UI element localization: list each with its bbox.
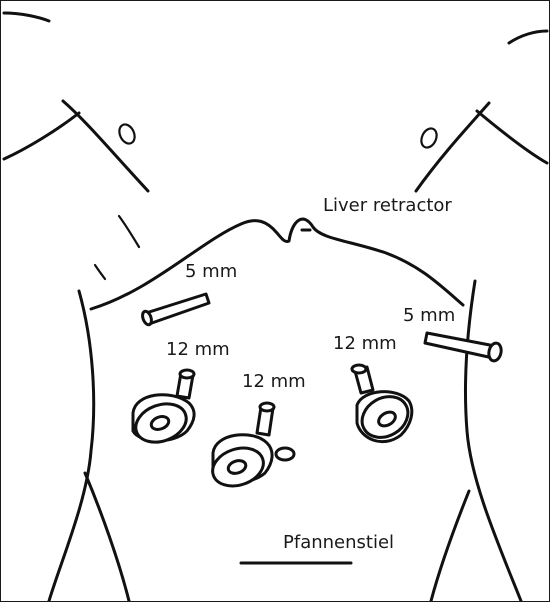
- port-12mm-right: [352, 365, 415, 445]
- left-flank: [49, 291, 94, 601]
- label-12mm-left: 12 mm: [166, 341, 230, 359]
- left-arm-contour: [4, 113, 79, 159]
- right-groin-line: [431, 491, 469, 601]
- label-pfannenstiel: Pfannenstiel: [283, 534, 394, 552]
- right-shoulder-line: [509, 31, 547, 43]
- left-groin-line: [85, 473, 129, 601]
- port-5mm-left: [141, 294, 209, 326]
- label-12mm-center: 12 mm: [242, 373, 306, 391]
- rib-mark-1: [119, 216, 139, 247]
- port-5mm-right: [425, 333, 503, 362]
- label-liver-retractor: Liver retractor: [323, 197, 452, 215]
- port-12mm-left: [130, 370, 194, 449]
- port-12mm-center: [208, 403, 274, 492]
- left-shoulder-line: [4, 13, 49, 21]
- rib-mark-2: [95, 265, 105, 279]
- right-nipple: [418, 126, 439, 150]
- umbilicus: [276, 448, 294, 460]
- left-nipple: [116, 122, 137, 146]
- right-arm-contour: [477, 111, 547, 163]
- label-12mm-right: 12 mm: [333, 335, 397, 353]
- costal-margin: [91, 219, 463, 309]
- right-flank: [465, 281, 521, 601]
- label-5mm-left: 5 mm: [185, 263, 237, 281]
- label-5mm-right: 5 mm: [403, 307, 455, 325]
- left-chest-line: [63, 101, 148, 191]
